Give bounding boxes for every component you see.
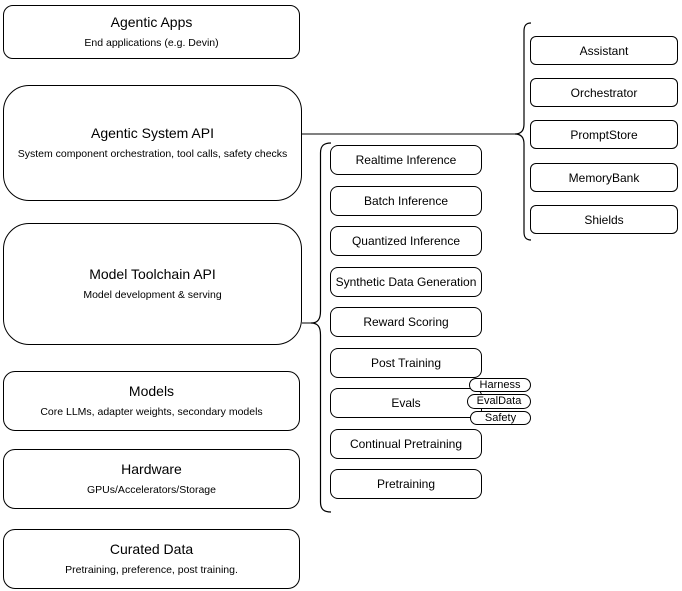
node-subtitle: End applications (e.g. Devin) xyxy=(84,36,219,49)
node-label: Quantized Inference xyxy=(351,234,461,248)
node-title: Hardware xyxy=(121,461,182,478)
node-continual-pretraining: Continual Pretraining xyxy=(330,429,482,459)
tag-harness: Harness xyxy=(469,378,531,392)
node-subtitle: Pretraining, preference, post training. xyxy=(65,563,238,576)
node-curated-data: Curated Data Pretraining, preference, po… xyxy=(3,529,300,589)
tag-label: Harness xyxy=(479,378,521,391)
node-assistant: Assistant xyxy=(530,36,678,65)
node-promptstore: PromptStore xyxy=(530,120,678,149)
node-title: Agentic System API xyxy=(91,125,214,142)
node-label: Pretraining xyxy=(376,477,436,491)
node-realtime-inference: Realtime Inference xyxy=(330,145,482,175)
node-title: Models xyxy=(128,383,175,400)
node-agentic-apps: Agentic Apps End applications (e.g. Devi… xyxy=(3,5,300,59)
node-quantized-inference: Quantized Inference xyxy=(330,226,482,256)
node-evals: Evals xyxy=(330,388,482,418)
tag-label: EvalData xyxy=(476,395,522,407)
node-synthetic-data-generation: Synthetic Data Generation xyxy=(330,267,482,297)
node-label: Realtime Inference xyxy=(355,153,457,167)
node-label: Evals xyxy=(391,396,421,410)
node-label: Synthetic Data Generation xyxy=(335,275,477,289)
node-subtitle: GPUs/Accelerators/Storage xyxy=(87,483,216,496)
tag-safety: Safety xyxy=(470,411,531,425)
node-models: Models Core LLMs, adapter weights, secon… xyxy=(3,371,300,431)
node-shields: Shields xyxy=(530,205,678,234)
node-orchestrator: Orchestrator xyxy=(530,78,678,107)
node-label: Orchestrator xyxy=(570,85,638,100)
toolchain-group-brace xyxy=(310,142,332,513)
node-batch-inference: Batch Inference xyxy=(330,186,482,216)
node-agentic-system-api: Agentic System API System component orch… xyxy=(3,85,302,201)
node-subtitle: Core LLMs, adapter weights, secondary mo… xyxy=(40,405,263,418)
tag-evaldata: EvalData xyxy=(467,394,531,409)
node-memorybank: MemoryBank xyxy=(530,163,678,192)
node-label: Post Training xyxy=(370,356,442,370)
node-label: MemoryBank xyxy=(568,170,640,185)
node-subtitle: Model development & serving xyxy=(83,288,222,301)
system-group-brace xyxy=(514,22,532,241)
node-label: Reward Scoring xyxy=(363,315,449,329)
node-label: Batch Inference xyxy=(363,194,449,208)
node-pretraining: Pretraining xyxy=(330,469,482,499)
node-label: PromptStore xyxy=(570,127,638,142)
node-title: Model Toolchain API xyxy=(89,266,216,283)
node-post-training: Post Training xyxy=(330,348,482,378)
node-label: Continual Pretraining xyxy=(349,437,463,451)
node-title: Curated Data xyxy=(109,541,194,558)
node-label: Assistant xyxy=(579,43,629,58)
node-label: Shields xyxy=(584,212,624,227)
node-reward-scoring: Reward Scoring xyxy=(330,307,482,337)
tag-label: Safety xyxy=(484,411,517,424)
node-model-toolchain-api: Model Toolchain API Model development & … xyxy=(3,223,302,345)
node-hardware: Hardware GPUs/Accelerators/Storage xyxy=(3,449,300,509)
node-title: Agentic Apps xyxy=(110,14,193,31)
node-subtitle: System component orchestration, tool cal… xyxy=(17,147,288,160)
